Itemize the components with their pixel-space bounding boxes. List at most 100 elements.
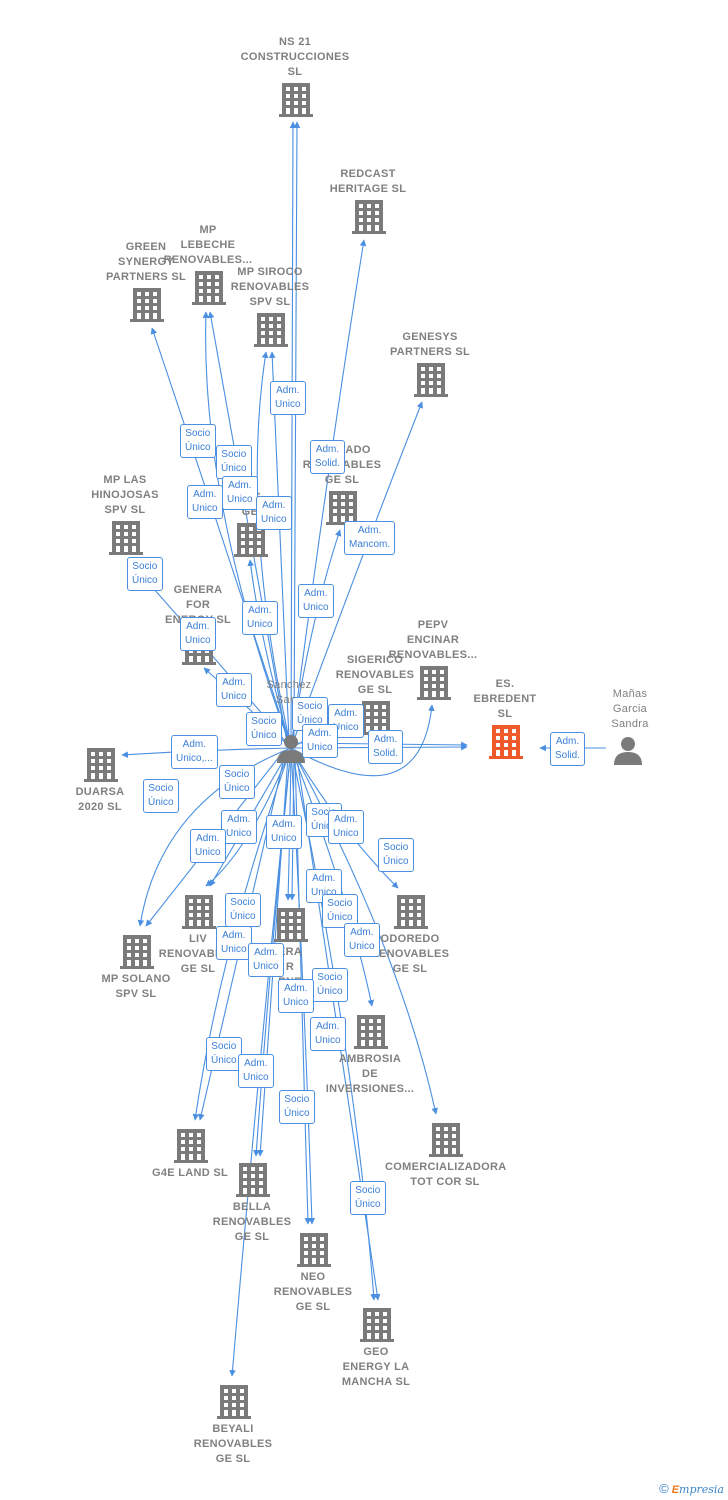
node-label-line: LEBECHE: [180, 239, 236, 251]
role-tag[interactable]: Adm.Unico: [187, 485, 223, 519]
node-label-line: HERITAGE SL: [329, 183, 407, 195]
role-tag-line: Adm.: [312, 873, 336, 884]
role-tag[interactable]: Adm.Unico: [238, 1054, 274, 1088]
role-tag-line: Único: [383, 856, 409, 867]
role-tag[interactable]: Adm.Unico,...: [171, 735, 218, 769]
building-icon[interactable]: [253, 313, 289, 354]
edge-solano: [137, 747, 292, 927]
building-icon[interactable]: [191, 271, 227, 312]
building-icon[interactable]: [325, 491, 361, 532]
node-label-line: RENOVABLES: [370, 948, 450, 960]
role-tag-line: Socio: [327, 898, 353, 909]
role-tag[interactable]: Adm.Unico: [270, 381, 306, 415]
building-icon[interactable]: [108, 521, 144, 562]
building-icon[interactable]: [129, 288, 165, 329]
role-tag[interactable]: Adm.Unico: [298, 584, 334, 618]
building-icon[interactable]: [173, 1129, 209, 1170]
building-icon[interactable]: [216, 1385, 252, 1426]
center-person-label-line: Sanchez: [266, 679, 312, 691]
role-tag[interactable]: Adm.Unico: [256, 496, 292, 530]
person-icon[interactable]: [613, 735, 643, 770]
role-tag-line: Adm.: [227, 814, 251, 825]
role-tag-line: Adm.: [284, 983, 308, 994]
building-icon[interactable]: [181, 895, 217, 936]
building-icon[interactable]: [359, 1308, 395, 1349]
building-icon[interactable]: [119, 935, 155, 976]
role-tag-line: Adm.: [350, 927, 374, 938]
role-tag[interactable]: Adm.Unico: [310, 1017, 346, 1051]
building-icon[interactable]: [416, 666, 452, 707]
role-tag[interactable]: Adm.Unico: [248, 943, 284, 977]
building-icon[interactable]: [273, 908, 309, 949]
role-tag[interactable]: Adm.Unico: [242, 601, 278, 635]
role-tag-line: Único: [211, 1055, 237, 1066]
building-icon[interactable]: [393, 895, 429, 936]
role-tag[interactable]: Adm.Unico: [180, 617, 216, 651]
building-icon[interactable]: [235, 1163, 271, 1204]
role-tag[interactable]: Adm.Unico: [190, 829, 226, 863]
role-tag[interactable]: Adm.Mancom.: [344, 521, 396, 555]
role-tag[interactable]: Adm.Solid.: [550, 732, 586, 766]
role-tag-line: Unico: [333, 828, 359, 839]
building-icon[interactable]: [413, 363, 449, 404]
building-icon[interactable]: [278, 83, 314, 124]
node-label-line: CONSTRUCCIONES: [240, 51, 350, 63]
role-tag[interactable]: Adm.Unico: [278, 979, 314, 1013]
building-icon[interactable]: [296, 1233, 332, 1274]
role-tag[interactable]: Adm.Unico: [344, 923, 380, 957]
role-tag[interactable]: Adm.Unico: [216, 673, 252, 707]
role-tag[interactable]: Adm.Unico: [328, 810, 364, 844]
node-label-line: PARTNERS SL: [105, 271, 187, 283]
building-icon[interactable]: [428, 1123, 464, 1164]
role-tag[interactable]: Adm.Unico: [302, 724, 338, 758]
building-icon[interactable]: [488, 725, 524, 766]
center-person-icon[interactable]: [276, 733, 306, 768]
building-icon[interactable]: [353, 1015, 389, 1056]
node-g4e[interactable]: G4E LAND SL: [130, 1166, 250, 1181]
role-tag[interactable]: Adm.Unico: [216, 926, 252, 960]
role-tag[interactable]: Adm.Solid.: [368, 730, 404, 764]
role-tag[interactable]: Adm.Solid.: [310, 440, 346, 474]
building-icon[interactable]: [83, 748, 119, 789]
role-tag[interactable]: Adm.Unico: [221, 810, 257, 844]
role-tag-line: Unico: [315, 1035, 341, 1046]
role-tag-line: Adm.: [222, 930, 246, 941]
building-icon[interactable]: [351, 200, 387, 241]
role-tag-line: Unico: [275, 399, 301, 410]
role-tag[interactable]: Adm.Unico: [222, 476, 258, 510]
role-tag[interactable]: Adm.Unico: [266, 815, 302, 849]
